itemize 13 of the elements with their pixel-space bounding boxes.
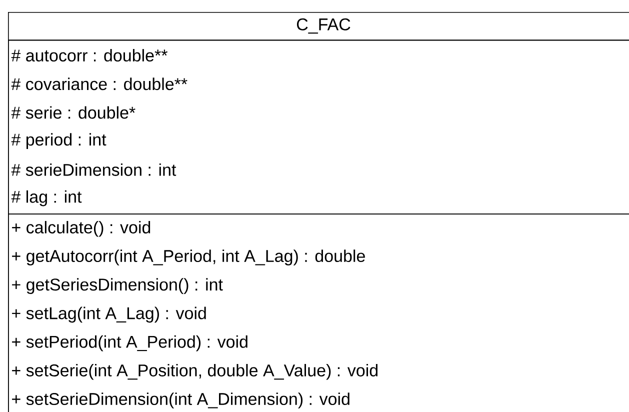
- member-text: # autocorr : double**: [11, 49, 168, 62]
- member-text: # period : int: [11, 133, 106, 150]
- member-text: + setSerieDimension(int A_Dimension) : void: [12, 392, 350, 408]
- member-text: + getSeriesDimension() : int: [12, 278, 223, 294]
- member-text: # lag : int: [11, 190, 82, 206]
- member-text: # serie : double*: [11, 106, 136, 119]
- member-text: # covariance : double**: [11, 78, 188, 90]
- member-text: + calculate() : void: [12, 220, 150, 237]
- member-text: + setSerie(int A_Position, double A_Value) : void: [12, 364, 378, 380]
- member-text: + setLag(int A_Lag) : void: [12, 306, 206, 323]
- member-text: + setPeriod(int A_Period) : void: [12, 335, 248, 352]
- member-text: # serieDimension : int: [11, 163, 176, 176]
- member-text: + getAutocorr(int A_Period, int A_Lag) : double: [12, 250, 365, 266]
